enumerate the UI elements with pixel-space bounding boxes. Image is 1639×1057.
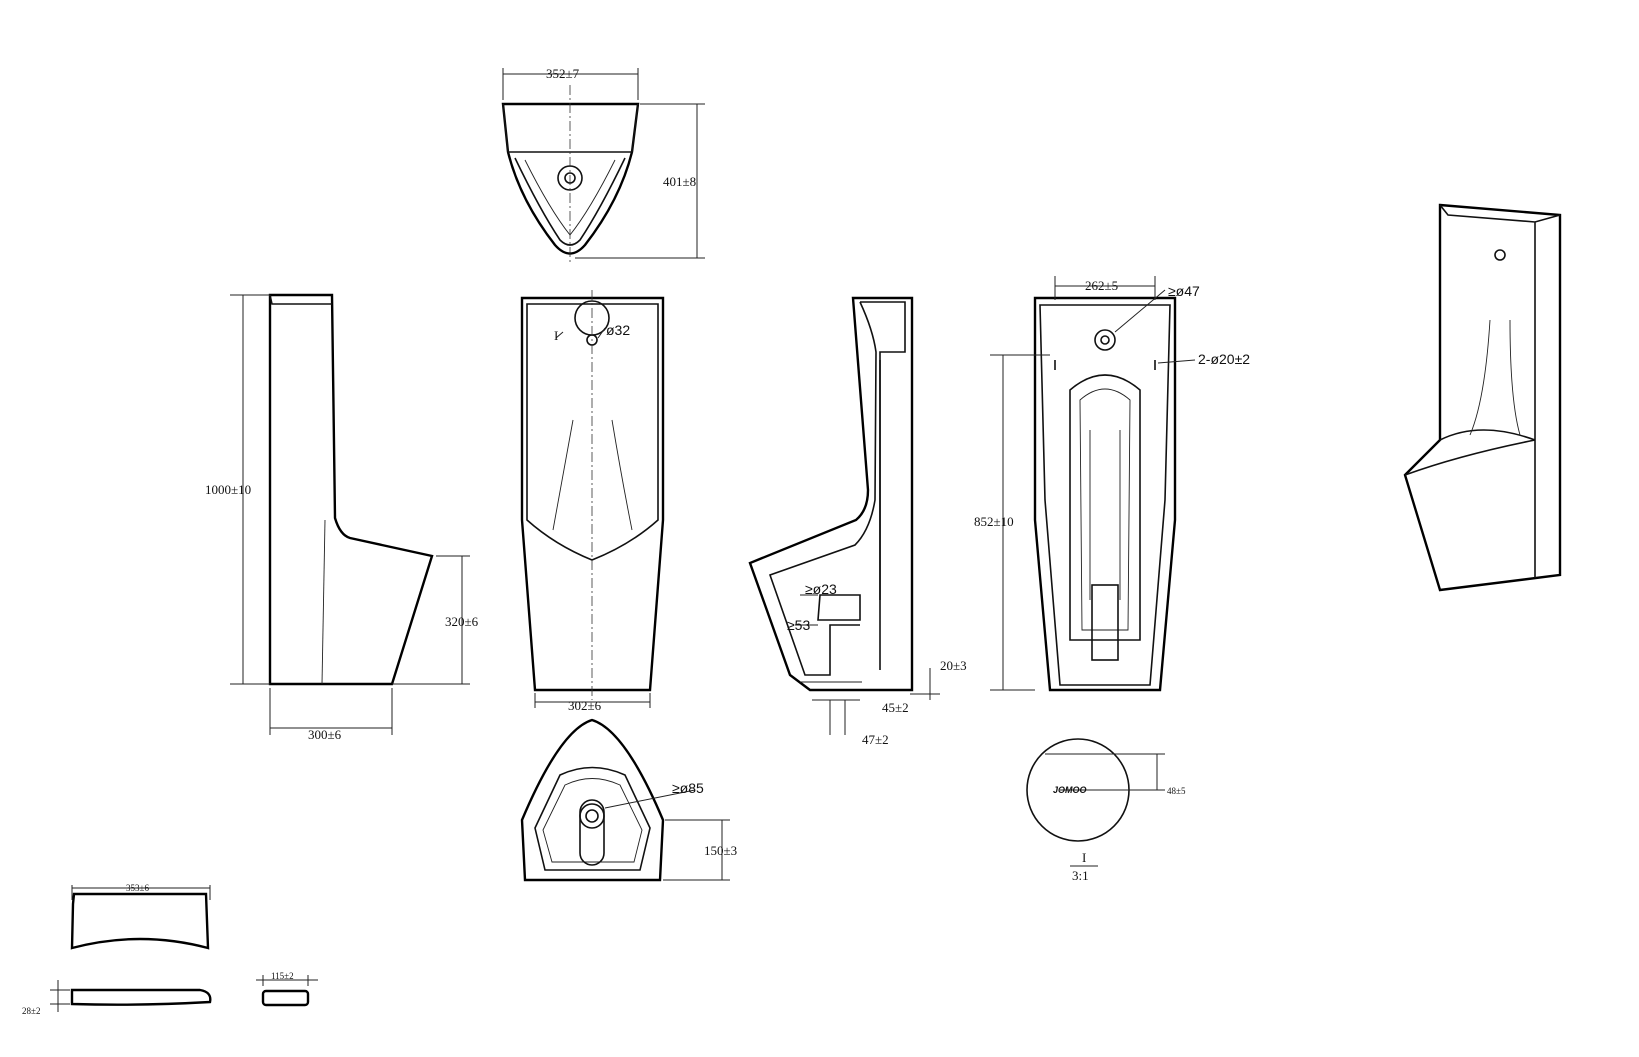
dim-bottom-outlet: ≥ø85: [672, 780, 704, 796]
dim-front-inlet: ø32: [606, 322, 630, 338]
rear-view: 262±5 ≥ø47 2-ø20±2 852±10: [974, 276, 1250, 692]
dim-cover-depth: 115±2: [271, 971, 294, 981]
dim-mount-holes: 2-ø20±2: [1198, 351, 1250, 367]
logo-jomoo: JOMOO: [1053, 785, 1087, 795]
dim-outlet-offset: 45±2: [882, 700, 909, 715]
dim-rear-height: 852±10: [974, 514, 1014, 529]
dim-top-depth: 401±8: [663, 174, 696, 189]
dim-detail-depth: 48±5: [1167, 786, 1186, 796]
cover-views: 353±6 28±2 115±2: [22, 883, 318, 1016]
dim-rear-inlet: ≥ø47: [1168, 283, 1200, 299]
dim-trap2: ≥53: [787, 617, 810, 633]
dim-bottom-height: 150±3: [704, 843, 737, 858]
dim-trap1: ≥ø23: [805, 581, 837, 597]
front-view: I ø32 302±6: [520, 290, 665, 713]
dim-rear-width: 262±5: [1085, 278, 1118, 293]
dim-cover-width: 353±6: [126, 883, 149, 893]
dim-side-height: 1000±10: [205, 482, 251, 497]
detail-label: I: [1082, 850, 1086, 865]
isometric-view: [1403, 203, 1562, 592]
dim-outlet-dia: 47±2: [862, 732, 889, 747]
section-view: ≥ø23 ≥53 20±3 45±2 47±2: [748, 296, 967, 747]
dim-side-depth: 300±6: [308, 727, 342, 742]
detail-scale: 3:1: [1072, 868, 1089, 883]
top-view: 352±7 401±8: [501, 66, 705, 265]
dim-top-width: 352±7: [546, 66, 580, 81]
dim-side-front-height: 320±6: [445, 614, 479, 629]
bottom-view: ≥ø85 150±3: [520, 718, 737, 882]
dim-front-width: 302±6: [568, 698, 602, 713]
dim-base-gap: 20±3: [940, 658, 967, 673]
detail-view: JOMOO 48±5 I 3:1: [1026, 738, 1186, 883]
detail-mark-I: I: [554, 328, 558, 343]
dim-cover-thickness: 28±2: [22, 1006, 40, 1016]
side-view: 1000±10 320±6 300±6: [205, 293, 479, 742]
